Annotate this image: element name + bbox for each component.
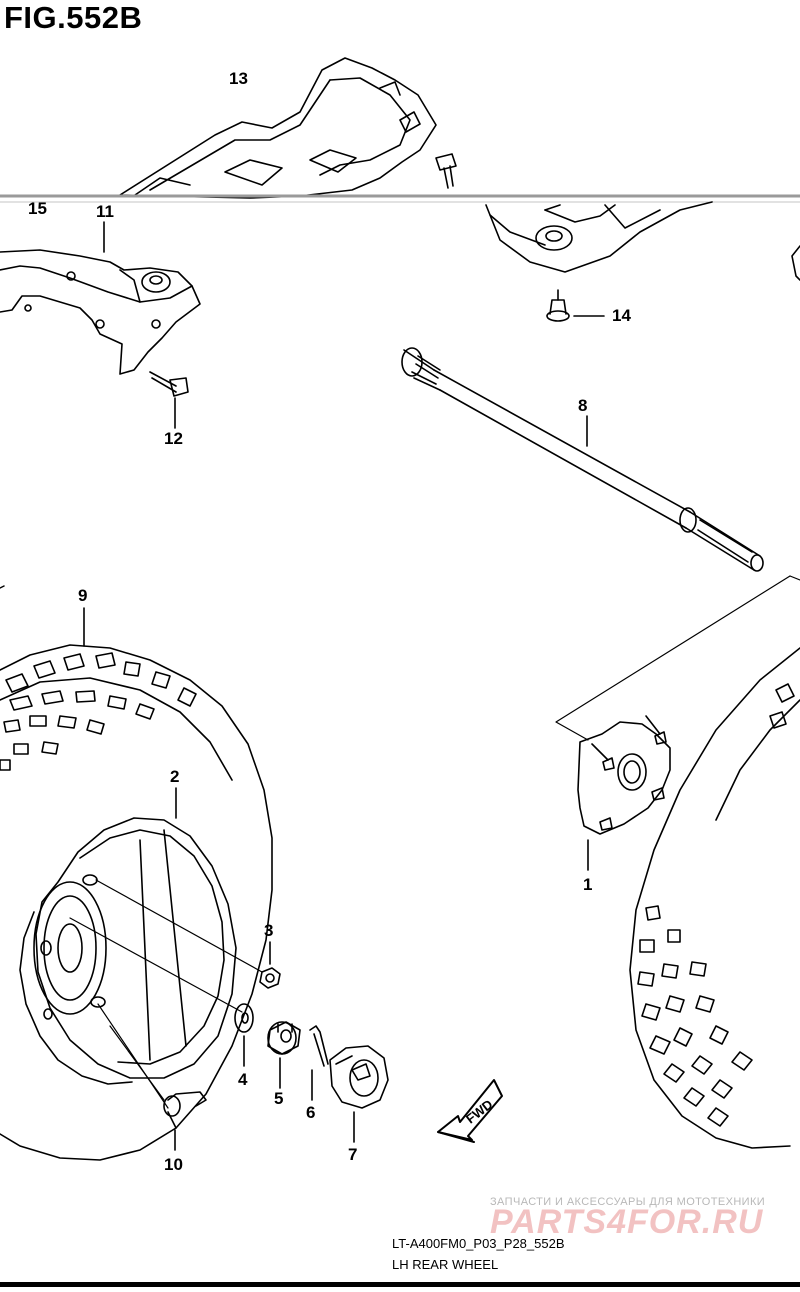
washer-part-4	[234, 1003, 254, 1033]
callout-10: 10	[164, 1155, 183, 1174]
cotter-pin-part-6	[309, 1025, 329, 1067]
callout-15: 15	[28, 199, 47, 218]
callout-4: 4	[238, 1070, 248, 1089]
model-code: LT-A400FM0_P03_P28_552B	[392, 1236, 565, 1251]
hub-part-1	[577, 715, 671, 835]
callout-2: 2	[170, 767, 180, 786]
watermark-tagline: ЗАПЧАСТИ И АКСЕССУАРЫ ДЛЯ МОТОТЕХНИКИ	[490, 1196, 766, 1208]
callout-11: 11	[96, 202, 114, 221]
bolt-14-icon	[546, 289, 570, 322]
skid-plate-part-13	[119, 57, 437, 199]
callout-3: 3	[264, 921, 274, 940]
valve-part-10	[163, 1091, 207, 1129]
bolt-13-icon	[435, 153, 457, 189]
fwd-arrow-icon	[437, 1079, 503, 1143]
castle-nut-part-5	[267, 1021, 301, 1055]
hub-cap-part-7	[329, 1045, 389, 1109]
wheel-rim-part-2	[19, 817, 237, 1085]
part-edge-fragment	[791, 245, 800, 281]
callout-7: 7	[348, 1145, 358, 1164]
bottom-border	[0, 1282, 800, 1287]
callout-9: 9	[78, 586, 88, 605]
leader-line-nut	[95, 879, 263, 973]
alignment-line	[555, 575, 791, 741]
callout-8: 8	[578, 396, 588, 415]
callout-13: 13	[229, 69, 248, 88]
callout-12: 12	[164, 429, 183, 448]
bracket-part-11	[0, 249, 201, 375]
callout-1: 1	[583, 875, 593, 894]
bolt-12-icon	[149, 371, 189, 397]
callout-14: 14	[612, 306, 631, 325]
callout-6: 6	[306, 1103, 316, 1122]
axle-shaft-part-8	[401, 347, 764, 572]
skid-plate-lower	[485, 201, 713, 273]
callout-5: 5	[274, 1089, 284, 1108]
tire-right-fragment	[629, 647, 800, 1149]
watermark-brand: PARTS4FOR.RU	[490, 1203, 764, 1241]
figure-title: FIG.552B	[4, 0, 143, 35]
figure-caption: LH REAR WHEEL	[392, 1257, 499, 1272]
tire-part-9	[0, 644, 273, 1161]
nut-part-3	[259, 967, 281, 989]
